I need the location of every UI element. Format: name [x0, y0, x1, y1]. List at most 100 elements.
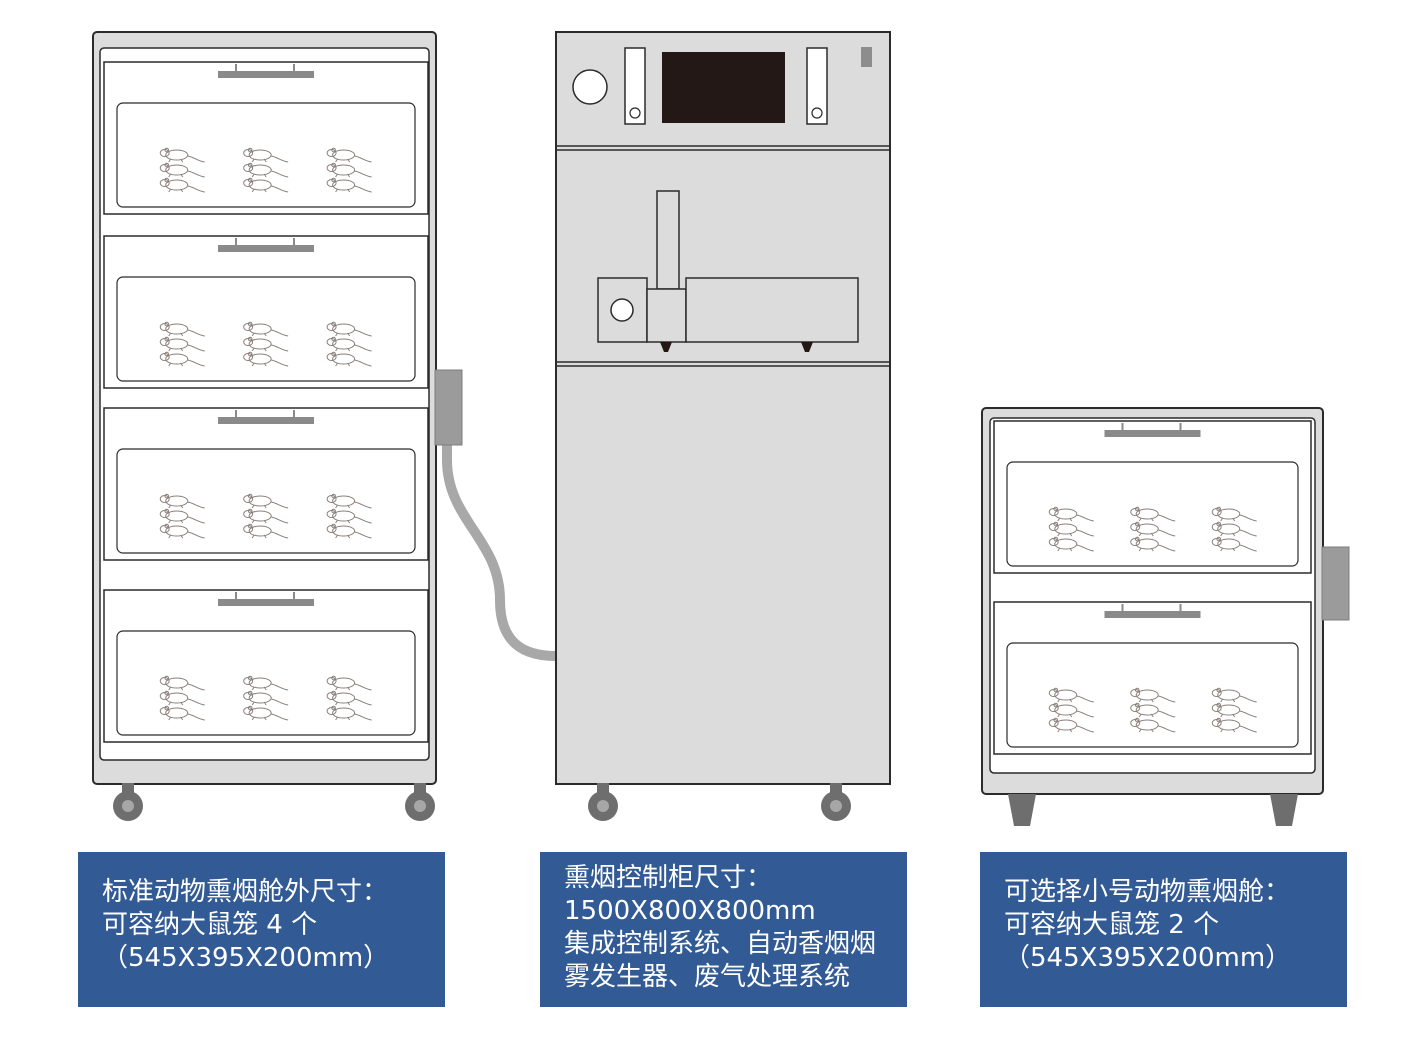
caption-line: 可容纳大鼠笼 2 个	[1004, 910, 1220, 940]
drawer-handle[interactable]	[218, 410, 314, 424]
rat-icon	[326, 493, 372, 509]
cage-drawer	[993, 601, 1312, 755]
rat-icon	[159, 336, 205, 352]
rat-icon	[1130, 717, 1176, 733]
side-connector	[434, 369, 463, 446]
rat-icon	[1048, 536, 1094, 552]
caption-line: 可容纳大鼠笼 4 个	[102, 910, 318, 940]
rat-icon	[1211, 521, 1257, 537]
right-slider	[806, 47, 828, 125]
rat-icon	[1130, 687, 1176, 703]
drawer-handle[interactable]	[1104, 423, 1201, 437]
rat-icon	[1130, 536, 1176, 552]
rat-icon	[326, 675, 372, 691]
display-screen	[662, 52, 785, 123]
rat-icon	[1130, 702, 1176, 718]
caption-line: 可选择小号动物熏烟舱：	[1004, 877, 1291, 907]
rat-icon	[159, 493, 205, 509]
rat-icon	[243, 493, 289, 509]
rat-icon	[243, 523, 289, 539]
rat-icon	[1130, 506, 1176, 522]
rat-icon	[159, 351, 205, 367]
rat-icon	[1211, 687, 1257, 703]
caption-line: 熏烟控制柜尺寸：	[564, 863, 773, 893]
rat-icon	[326, 162, 372, 178]
caption-line: （545X395X200mm）	[1004, 943, 1292, 973]
control-cabinet	[555, 31, 891, 821]
control-cabinet-caption: 熏烟控制柜尺寸： 1500X800X800mm 集成控制系统、自动香烟烟 雾发生…	[540, 852, 907, 1007]
rat-icon	[159, 147, 205, 163]
rat-icon	[326, 321, 372, 337]
rat-icon	[159, 675, 205, 691]
rat-icon	[326, 508, 372, 524]
rat-icon	[243, 351, 289, 367]
caption-line: （545X395X200mm）	[102, 943, 390, 973]
wheel-right	[821, 783, 851, 821]
drawer-handle[interactable]	[1104, 604, 1201, 618]
smoke-generator	[597, 190, 859, 352]
caption-line: 雾发生器、废气处理系统	[564, 962, 851, 992]
cage-drawer	[103, 407, 429, 561]
indicator-light	[861, 47, 872, 67]
cage-window	[116, 448, 416, 554]
drawer-handle[interactable]	[218, 592, 314, 606]
cage-drawer	[103, 589, 429, 743]
rat-icon	[159, 177, 205, 193]
wheel-left	[588, 783, 618, 821]
rat-icon	[159, 705, 205, 721]
rat-icon	[159, 508, 205, 524]
drawer-handle[interactable]	[218, 238, 314, 252]
rat-icon	[159, 321, 205, 337]
smoke-hose	[442, 439, 561, 661]
rat-icon	[1048, 521, 1094, 537]
cage-drawer	[993, 420, 1312, 574]
rat-icon	[1211, 536, 1257, 552]
rat-icon	[159, 162, 205, 178]
caption-line: 1500X800X800mm	[564, 896, 816, 926]
wheel-left	[113, 783, 143, 821]
standard-chamber-caption: 标准动物熏烟舱外尺寸： 可容纳大鼠笼 4 个 （545X395X200mm）	[78, 852, 445, 1007]
rat-icon	[326, 523, 372, 539]
standard-chamber	[92, 31, 463, 821]
cage-window	[116, 630, 416, 736]
rat-icon	[1048, 702, 1094, 718]
rat-icon	[326, 147, 372, 163]
left-slider	[624, 47, 646, 125]
rat-icon	[243, 675, 289, 691]
rat-icon	[326, 336, 372, 352]
rat-icon	[1048, 506, 1094, 522]
support-foot-left	[1008, 794, 1036, 826]
small-chamber-caption: 可选择小号动物熏烟舱： 可容纳大鼠笼 2 个 （545X395X200mm）	[980, 852, 1347, 1007]
power-knob	[572, 69, 608, 105]
rat-icon	[243, 705, 289, 721]
rat-icon	[243, 336, 289, 352]
rat-icon	[1048, 717, 1094, 733]
caption-line: 标准动物熏烟舱外尺寸：	[102, 877, 389, 907]
rat-icon	[1130, 521, 1176, 537]
rat-icon	[326, 351, 372, 367]
rat-icon	[1048, 687, 1094, 703]
rat-icon	[243, 690, 289, 706]
cage-window	[116, 102, 416, 208]
rat-icon	[1211, 702, 1257, 718]
rat-icon	[159, 523, 205, 539]
rat-icon	[243, 508, 289, 524]
rat-icon	[243, 147, 289, 163]
rat-icon	[326, 690, 372, 706]
wheel-right	[405, 783, 435, 821]
drawer-handle[interactable]	[218, 64, 314, 78]
rat-icon	[243, 177, 289, 193]
support-foot-right	[1270, 794, 1298, 826]
rat-icon	[159, 690, 205, 706]
cage-window	[1006, 642, 1299, 748]
rat-icon	[243, 321, 289, 337]
cage-window	[1006, 461, 1299, 567]
rat-icon	[326, 705, 372, 721]
rat-icon	[326, 177, 372, 193]
small-chamber	[981, 407, 1350, 826]
side-connector	[1321, 546, 1350, 621]
cage-drawer	[103, 61, 429, 215]
caption-line: 集成控制系统、自动香烟烟	[564, 929, 877, 959]
rat-icon	[243, 162, 289, 178]
